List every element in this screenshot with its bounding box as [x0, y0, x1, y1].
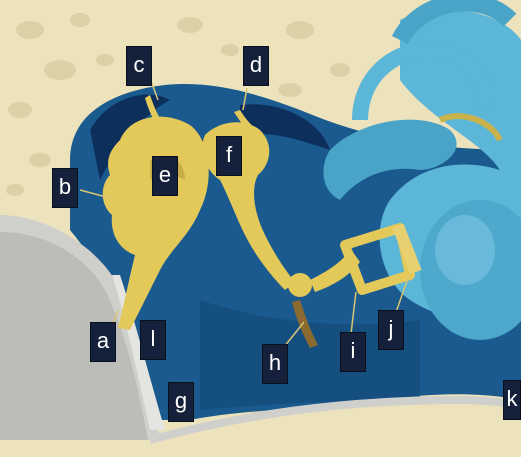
label-h: h [262, 344, 288, 384]
label-e: e [152, 156, 178, 196]
label-k: k [503, 380, 521, 420]
label-j: j [378, 310, 404, 350]
label-b: b [52, 168, 78, 208]
label-i: i [340, 332, 366, 372]
label-g: g [168, 382, 194, 422]
label-a: a [90, 322, 116, 362]
label-c: c [126, 46, 152, 86]
label-d: d [243, 46, 269, 86]
label-l: l [140, 320, 166, 360]
label-f: f [216, 136, 242, 176]
